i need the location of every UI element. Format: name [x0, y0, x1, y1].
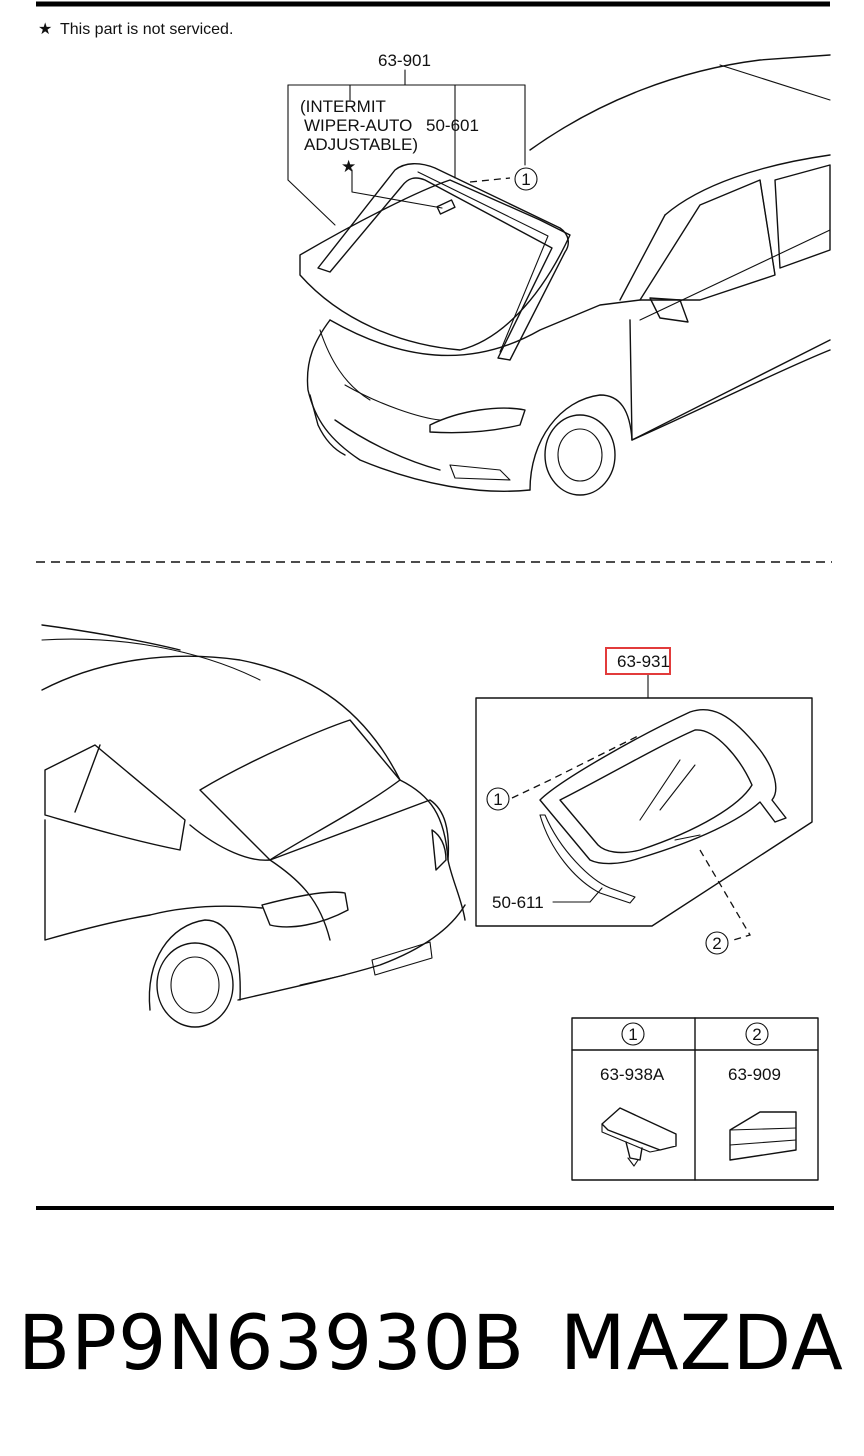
highlight-box: [605, 647, 671, 675]
legend-callout-2-circle: [745, 1022, 769, 1046]
rain-sensor: [436, 199, 456, 215]
rear-parts-box: [475, 697, 813, 927]
rear-molding-leader-2: [589, 887, 603, 903]
label-intermit-1: (INTERMIT: [300, 97, 386, 116]
legend-header-2: 2: [752, 1025, 761, 1044]
legend-part-1: 63-938A: [600, 1065, 665, 1084]
rear-callout-2: 2: [712, 934, 721, 953]
front-clip-leader: [469, 177, 511, 183]
front-leaders: [287, 69, 526, 226]
label-intermit-2: WIPER-AUTO: [304, 116, 412, 135]
label-63-901: 63-901: [378, 51, 431, 70]
windshield-molding: [317, 163, 569, 361]
spacer-icon: [729, 1111, 797, 1161]
note-text: This part is not serviced.: [60, 21, 233, 38]
front-car-illustration: [306, 54, 831, 496]
windshield-glass: [299, 179, 571, 351]
legend-table: [571, 1017, 819, 1181]
rear-clip-leader-2: [699, 849, 751, 942]
front-callout-1: 1: [521, 170, 530, 189]
rear-callout-2-circle: [705, 931, 729, 955]
footer-part-number: BP9N63930B: [18, 1298, 526, 1387]
front-callout-1-circle: [514, 167, 538, 191]
front-star-icon: ★: [341, 157, 356, 176]
clip-icon: [601, 1107, 677, 1167]
footer-brand: MAZDA: [560, 1298, 844, 1387]
label-50-601: 50-601: [426, 116, 479, 135]
label-intermit-3: ADJUSTABLE): [304, 135, 418, 154]
legend-header-1: 1: [628, 1025, 637, 1044]
label-63-931: 63-931: [617, 652, 670, 671]
legend-part-2: 63-909: [728, 1065, 781, 1084]
rear-callout-1-circle: [486, 787, 510, 811]
rear-glass-molding: [539, 708, 787, 904]
note-star-icon: ★: [38, 21, 52, 38]
legend-callout-1-circle: [621, 1022, 645, 1046]
rear-clip-leader-1: [511, 734, 641, 799]
rear-car-illustration: [41, 624, 466, 1028]
label-50-611: 50-611: [492, 893, 544, 912]
rear-callout-1: 1: [493, 790, 502, 809]
